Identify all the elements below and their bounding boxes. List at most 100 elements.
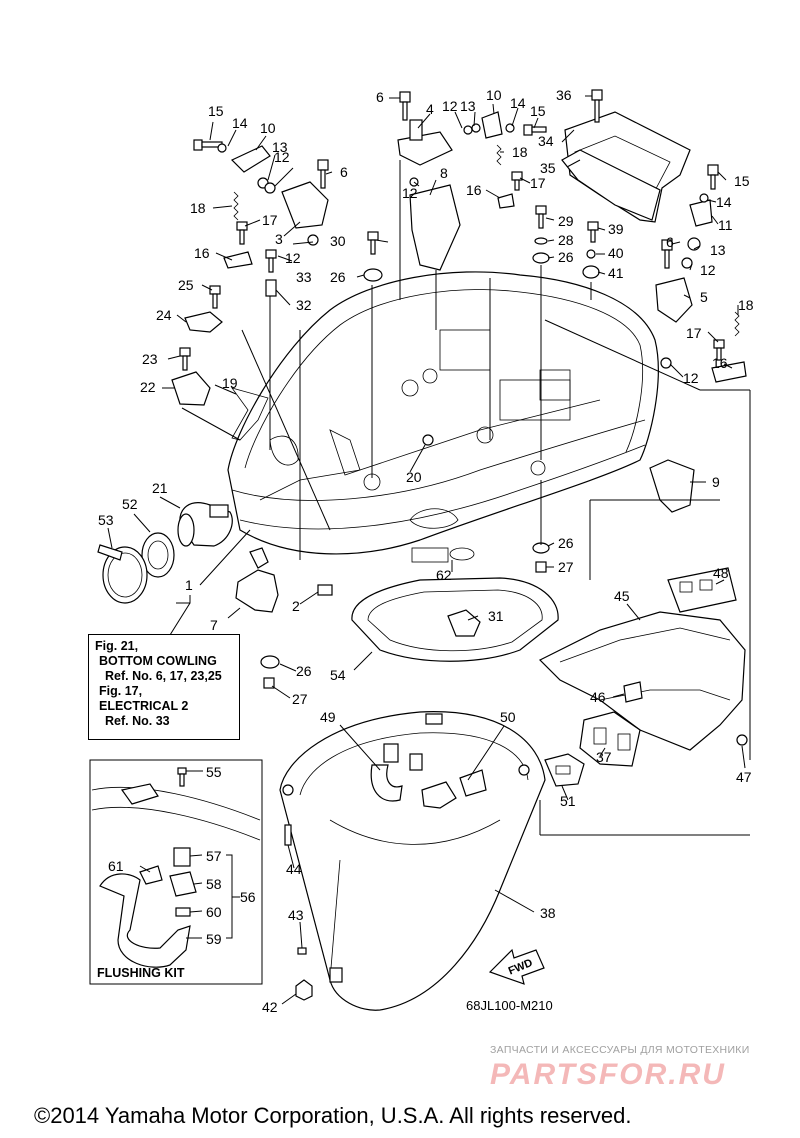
callout-31: 31 [488, 608, 504, 624]
callout-30: 30 [330, 233, 346, 249]
callout-46: 46 [590, 689, 606, 705]
callout-15: 15 [734, 173, 750, 189]
callout-27: 27 [292, 691, 308, 707]
callout-18: 18 [190, 200, 206, 216]
callout-26: 26 [558, 249, 574, 265]
callout-10: 10 [260, 120, 276, 136]
note-line: Fig. 17, [99, 684, 143, 698]
flushing-kit-frame [89, 759, 263, 985]
callout-16: 16 [194, 245, 210, 261]
callout-62: 62 [436, 567, 452, 583]
callout-22: 22 [140, 379, 156, 395]
left-side-parts [97, 502, 333, 613]
callout-4: 4 [426, 101, 434, 117]
callout-60: 60 [206, 904, 222, 920]
callout-23: 23 [142, 351, 158, 367]
callout-17: 17 [686, 325, 702, 341]
callout-55: 55 [206, 764, 222, 780]
note-line: Ref. No. 33 [105, 714, 170, 728]
callout-15: 15 [530, 103, 546, 119]
callout-41: 41 [608, 265, 624, 281]
callout-12: 12 [442, 98, 458, 114]
callout-42: 42 [262, 999, 278, 1015]
callout-29: 29 [558, 213, 574, 229]
callout-50: 50 [500, 709, 516, 725]
callout-12: 12 [402, 185, 418, 201]
callout-58: 58 [206, 876, 222, 892]
leader-lines [107, 95, 751, 1005]
bottom-cowling-pan [227, 271, 659, 563]
callout-43: 43 [288, 907, 304, 923]
part-callouts: 1 2 3 4 5 6 6 6 7 8 9 10 10 11 12 12 12 … [98, 87, 754, 1015]
callout-7: 7 [210, 617, 218, 633]
watermark-brand: PARTSFOR.RU [490, 1058, 726, 1091]
flushing-kit-parts [91, 767, 261, 968]
callout-10: 10 [486, 87, 502, 103]
callout-45: 45 [614, 588, 630, 604]
callout-13: 13 [272, 139, 288, 155]
callout-26: 26 [330, 269, 346, 285]
callout-5: 5 [700, 289, 708, 305]
callout-26: 26 [296, 663, 312, 679]
callout-3: 3 [275, 231, 283, 247]
flushing-kit-label: FLUSHING KIT [97, 966, 185, 980]
callout-38: 38 [540, 905, 556, 921]
callout-36: 36 [556, 87, 572, 103]
callout-11: 11 [718, 217, 733, 233]
note-line: ELECTRICAL 2 [99, 699, 189, 713]
seal-parts [351, 577, 559, 662]
callout-27: 27 [558, 559, 574, 575]
callout-59: 59 [206, 931, 222, 947]
callout-17: 17 [530, 175, 546, 191]
callout-6: 6 [340, 164, 348, 180]
callout-39: 39 [608, 221, 624, 237]
callout-12: 12 [285, 250, 301, 266]
callout-56: 56 [240, 889, 256, 905]
callout-14: 14 [716, 194, 732, 210]
diagram-code: 68JL100-M210 [466, 998, 553, 1013]
callout-12: 12 [700, 262, 716, 278]
callout-20: 20 [406, 469, 422, 485]
callout-54: 54 [330, 667, 346, 683]
callout-1: 1 [185, 577, 193, 593]
callout-52: 52 [122, 496, 138, 512]
callout-17: 17 [262, 212, 278, 228]
cross-reference-note: Fig. 21, BOTTOM COWLING Ref. No. 6, 17, … [88, 634, 240, 740]
callout-14: 14 [232, 115, 248, 131]
callout-18: 18 [738, 297, 754, 313]
callout-33: 33 [296, 269, 312, 285]
callout-19: 19 [222, 375, 238, 391]
callout-32: 32 [296, 297, 312, 313]
callout-16: 16 [466, 182, 482, 198]
callout-14: 14 [510, 95, 526, 111]
callout-51: 51 [560, 793, 576, 809]
callout-15: 15 [208, 103, 224, 119]
callout-6: 6 [376, 89, 384, 105]
lower-cover [279, 711, 546, 1011]
copyright-notice: ©2014 Yamaha Motor Corporation, U.S.A. A… [34, 1103, 632, 1128]
callout-53: 53 [98, 512, 114, 528]
callout-34: 34 [538, 133, 554, 149]
callout-61: 61 [108, 858, 124, 874]
callout-35: 35 [540, 160, 556, 176]
callout-6: 6 [666, 234, 674, 250]
callout-13: 13 [710, 242, 726, 258]
callout-16: 16 [712, 355, 728, 371]
callout-9: 9 [712, 474, 720, 490]
callout-21: 21 [152, 480, 168, 496]
upper-parts [171, 89, 747, 446]
callout-47: 47 [736, 769, 752, 785]
callout-24: 24 [156, 307, 172, 323]
callout-8: 8 [440, 165, 448, 181]
note-line: Ref. No. 6, 17, 23,25 [105, 669, 222, 683]
callout-48: 48 [713, 565, 729, 581]
note-line: BOTTOM COWLING [99, 654, 217, 668]
callout-2: 2 [292, 598, 300, 614]
watermark-text: ЗАПЧАСТИ И АКСЕССУАРЫ ДЛЯ МОТОТЕХНИКИ [490, 1044, 750, 1056]
callout-49: 49 [320, 709, 336, 725]
callout-28: 28 [558, 232, 574, 248]
callout-25: 25 [178, 277, 194, 293]
right-side-parts [538, 459, 748, 787]
note-line: Fig. 21, [95, 639, 139, 653]
